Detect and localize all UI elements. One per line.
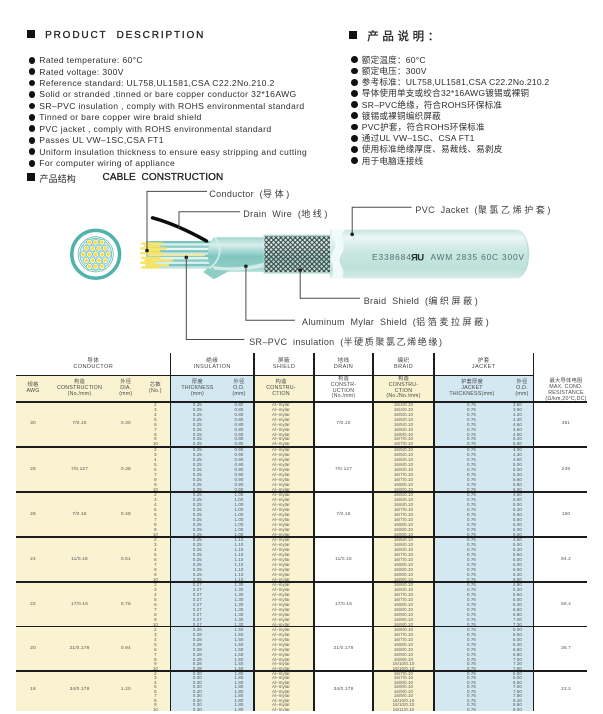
- svg-text:ЯU: ЯU: [411, 252, 424, 263]
- svg-text:AWM 2835 60C 300V: AWM 2835 60C 300V: [431, 252, 525, 262]
- svg-text:E338684: E338684: [372, 252, 412, 262]
